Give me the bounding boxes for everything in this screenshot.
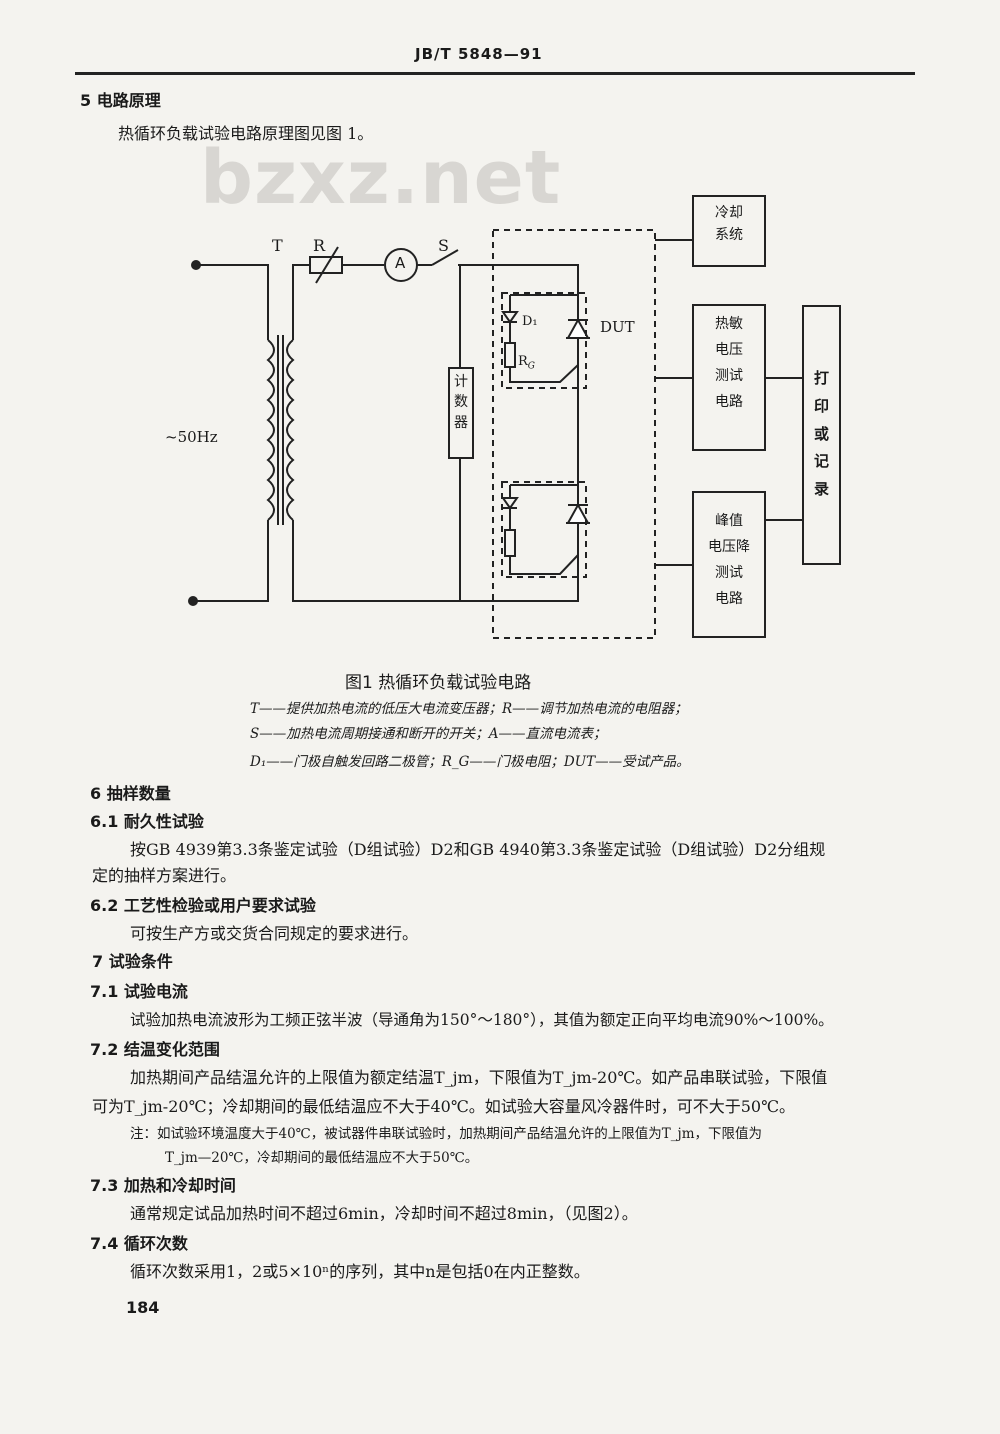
box-print-char: 录	[813, 480, 829, 498]
section-7-1-title: 7.1 试验电流	[90, 982, 188, 1001]
watermark: bzxz.net	[200, 135, 562, 221]
box-print-char: 打	[813, 369, 829, 387]
section-6-title: 6 抽样数量	[90, 784, 171, 803]
label-rg-sub: G	[527, 361, 535, 372]
section-7-2-text: 可为T_jm-20℃；冷却期间的最低结温应不大于40℃。如试验大容量风冷器件时，…	[92, 1097, 795, 1116]
section-7-2-note: T_jm—20℃，冷却期间的最低结温应不大于50℃。	[165, 1150, 479, 1166]
label-dut: DUT	[600, 318, 635, 336]
label-rg: RG	[518, 354, 535, 372]
section-7-title: 7 试验条件	[92, 952, 173, 971]
box-cooling-line: 冷却	[715, 205, 743, 221]
box-peak-line: 电路	[715, 590, 743, 607]
label-ammeter: A	[395, 254, 406, 272]
box-thermal-voltage: 热敏 电压 测试 电路	[693, 312, 765, 416]
label-d1: D₁	[522, 314, 538, 329]
box-print-char: 记	[813, 452, 829, 471]
section-7-4-title: 7.4 循环次数	[90, 1234, 188, 1253]
box-print-char: 印	[813, 396, 829, 415]
section-6-1-title: 6.1 耐久性试验	[90, 812, 204, 831]
section-7-4-text: 循环次数采用1，2或5×10ⁿ的序列，其中n是包括0在内正整数。	[130, 1262, 590, 1281]
label-switch: S	[438, 236, 449, 255]
box-thermal-line: 电路	[715, 393, 743, 410]
box-peak-line: 电压降	[708, 538, 750, 555]
label-transformer: T	[272, 236, 283, 255]
box-print-record: 打 印 或 记 录	[803, 365, 840, 504]
section-5-text: 热循环负载试验电路原理图见图 1。	[118, 124, 374, 143]
section-7-2-note: 注：如试验环境温度大于40℃，被试器件串联试验时，加热期间产品结温允许的上限值为…	[130, 1126, 763, 1142]
figure-legend-line: T——提供加热电流的低压大电流变压器；R——调节加热电流的电阻器；	[250, 701, 688, 717]
box-thermal-line: 电压	[715, 341, 743, 358]
figure-legend-line: D₁——门极自触发回路二极管；R_G——门极电阻；DUT——受试产品。	[250, 754, 690, 770]
page-number: 184	[126, 1298, 160, 1317]
box-peak-line: 测试	[715, 564, 743, 581]
section-7-1-text: 试验加热电流波形为工频正弦半波（导通角为150°～180°），其值为额定正向平均…	[130, 1011, 834, 1029]
box-peak-line: 峰值	[715, 513, 743, 529]
label-counter: 计数器	[454, 374, 468, 431]
section-5-title: 5 电路原理	[80, 91, 161, 110]
section-7-3-text: 通常规定试品加热时间不超过6min，冷却时间不超过8min，（见图2）。	[130, 1204, 638, 1223]
box-thermal-line: 测试	[715, 367, 743, 384]
box-peak-voltage: 峰值 电压降 测试 电路	[693, 509, 765, 613]
standard-code-header: JB/T 5848—91	[415, 45, 543, 63]
label-rg-main: R	[518, 354, 528, 369]
section-6-2-text: 可按生产方或交货合同规定的要求进行。	[130, 924, 419, 943]
circuit-diagram	[188, 195, 841, 639]
section-6-2-title: 6.2 工艺性检验或用户要求试验	[90, 896, 316, 915]
label-resistor: R	[313, 236, 326, 255]
label-source: ~50Hz	[165, 428, 218, 446]
box-cooling-system: 冷却 系统	[693, 202, 765, 247]
section-6-1-text: 定的抽样方案进行。	[92, 866, 237, 885]
section-6-1-text: 按GB 4939第3.3条鉴定试验（D组试验）D2和GB 4940第3.3条鉴定…	[130, 840, 826, 859]
section-7-3-title: 7.3 加热和冷却时间	[90, 1176, 236, 1195]
box-print-char: 或	[813, 424, 829, 443]
section-7-2-text: 加热期间产品结温允许的上限值为额定结温T_jm，下限值为T_jm-20℃。如产品…	[130, 1068, 828, 1087]
box-cooling-line: 系统	[715, 227, 743, 244]
header-rule	[75, 72, 915, 75]
figure-caption: 图1 热循环负载试验电路	[345, 673, 532, 693]
box-thermal-line: 热敏	[715, 316, 743, 332]
figure-legend-line: S——加热电流周期接通和断开的开关；A——直流电流表；	[250, 726, 607, 742]
section-7-2-title: 7.2 结温变化范围	[90, 1040, 220, 1059]
